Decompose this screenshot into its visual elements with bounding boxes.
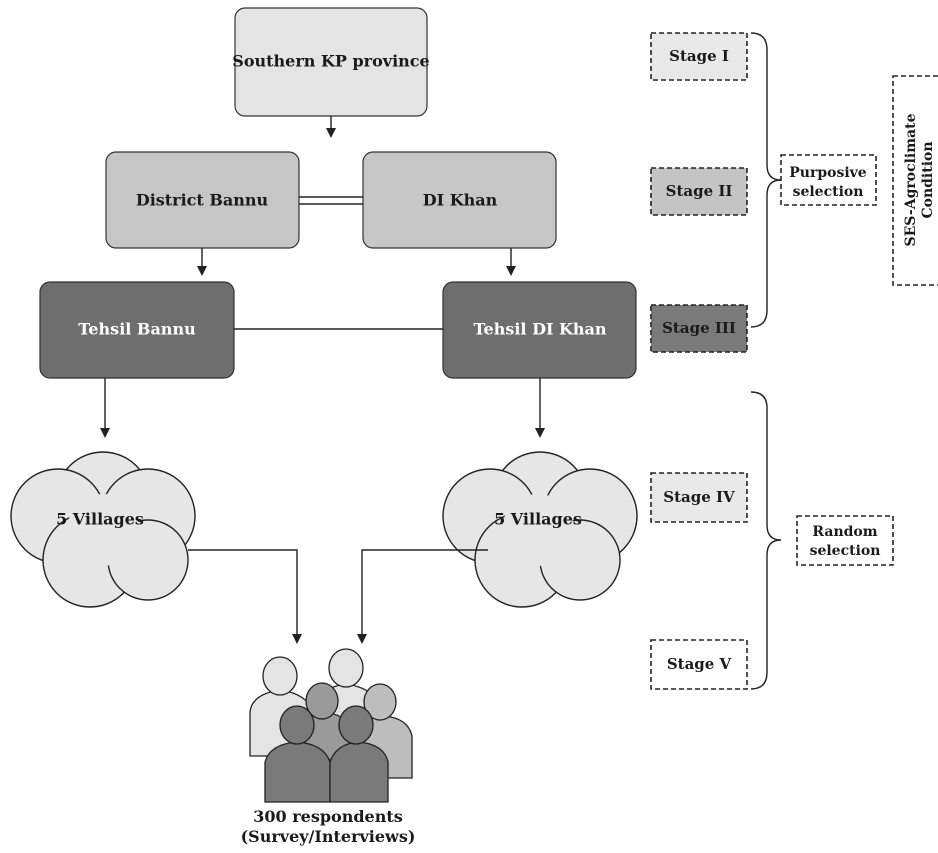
stage-box-1: Stage I (650, 32, 748, 81)
purposive-label-line1: Purposive (789, 165, 867, 181)
stage-box-2: Stage II (650, 167, 748, 216)
district-bannu-label: District Bannu (136, 191, 269, 210)
stage-box-3: Stage III (650, 304, 748, 353)
tehsil-di-khan-label: Tehsil DI Khan (473, 320, 606, 339)
random-selection-box: Random selection (796, 515, 894, 566)
villages-left-label: 5 Villages (56, 510, 144, 529)
node-southern-kp-province: Southern KP province (232, 7, 430, 117)
node-di-khan: DI Khan (362, 151, 557, 249)
random-label-line1: Random (812, 524, 877, 540)
stage-2-label: Stage II (666, 182, 733, 200)
villages-cloud-left: 5 Villages (10, 451, 196, 608)
stage-box-5: Stage V (650, 639, 748, 690)
stage-3-label: Stage III (662, 319, 736, 337)
purposive-selection-box: Purposive selection (780, 154, 877, 206)
tehsil-bannu-label: Tehsil Bannu (78, 320, 196, 339)
people-group-icon (249, 648, 413, 803)
purposive-label-line2: selection (793, 184, 864, 200)
node-tehsil-di-khan: Tehsil DI Khan (442, 281, 637, 379)
villages-right-label: 5 Villages (494, 510, 582, 529)
ses-label-line1: SES-Agroclimate (903, 113, 919, 246)
node-district-bannu: District Bannu (105, 151, 300, 249)
ses-label-line2: Condition (920, 141, 936, 218)
province-label: Southern KP province (232, 52, 429, 71)
brace-random (750, 391, 782, 690)
arrow-left-villages-to-respondents (188, 549, 302, 644)
villages-cloud-right: 5 Villages (442, 451, 638, 608)
stage-1-label: Stage I (669, 47, 729, 65)
stage-box-4: Stage IV (650, 472, 748, 523)
di-khan-label: DI Khan (423, 191, 498, 210)
connector-districts-double (299, 196, 363, 205)
brace-purposive (750, 32, 782, 328)
random-label-line2: selection (810, 543, 881, 559)
stage-5-label: Stage V (667, 655, 732, 673)
respondents-label-line2: (Survey/Interviews) (241, 827, 416, 846)
arrow-right-villages-to-respondents (357, 549, 488, 644)
ses-agroclimate-box: SES-Agroclimate Condition (892, 75, 938, 286)
node-tehsil-bannu: Tehsil Bannu (39, 281, 235, 379)
stage-4-label: Stage IV (663, 488, 735, 506)
respondents-label-line1: 300 respondents (253, 807, 402, 826)
